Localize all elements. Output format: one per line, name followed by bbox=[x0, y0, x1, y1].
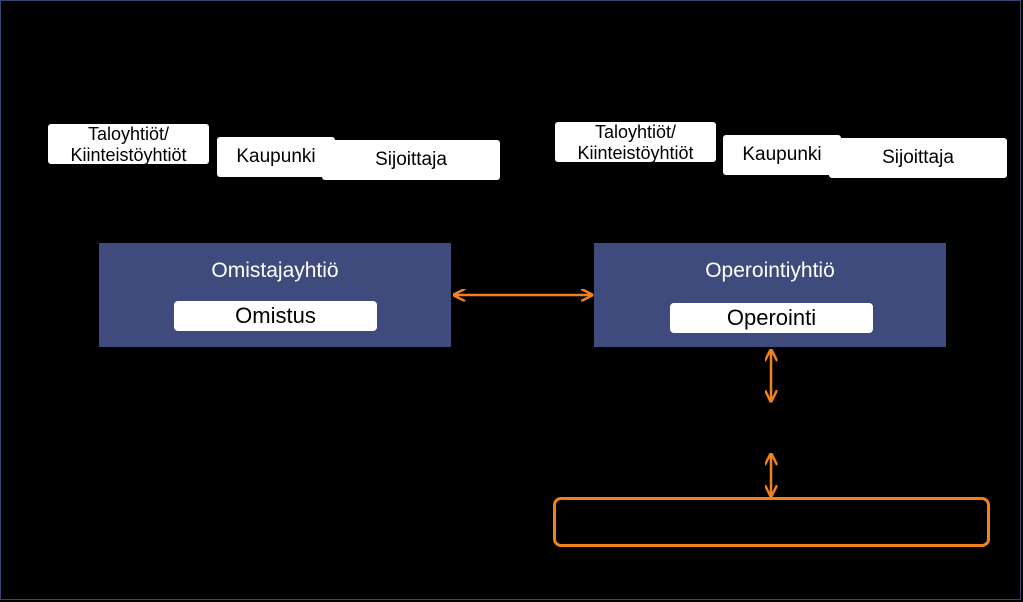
operating-company-box: Operointiyhtiö Operointi bbox=[594, 243, 946, 347]
operation-label-box: Operointi bbox=[670, 303, 873, 333]
ownership-label-box: Omistus bbox=[174, 301, 377, 331]
owner-company-box: Omistajayhtiö Omistus bbox=[99, 243, 451, 347]
stakeholder-housing-right-line2: Kiinteistöyhtiöt bbox=[577, 142, 694, 163]
stakeholder-city-right: Kaupunki bbox=[723, 135, 841, 175]
stakeholder-city-left-label: Kaupunki bbox=[236, 146, 316, 167]
client-box bbox=[553, 497, 990, 547]
ownership-label: Omistus bbox=[235, 303, 316, 328]
stakeholder-investor-left-label: Sijoittaja bbox=[375, 149, 447, 170]
stakeholder-city-right-label: Kaupunki bbox=[742, 144, 822, 165]
stakeholder-investor-left: Sijoittaja bbox=[322, 140, 500, 180]
owner-company-title: Omistajayhtiö bbox=[211, 259, 339, 282]
stakeholder-housing-left: Taloyhtiöt/ Kiinteistöyhtiöt bbox=[48, 124, 209, 164]
stakeholder-investor-right-label: Sijoittaja bbox=[882, 147, 954, 168]
stakeholder-housing-left-line1: Taloyhtiöt/ bbox=[87, 124, 170, 144]
stakeholder-city-left: Kaupunki bbox=[217, 137, 335, 177]
operation-label: Operointi bbox=[726, 305, 817, 330]
stakeholder-housing-left-line2: Kiinteistöyhtiöt bbox=[70, 144, 187, 165]
operating-company-title: Operointiyhtiö bbox=[705, 259, 835, 282]
stakeholder-housing-right-line1: Taloyhtiöt/ bbox=[594, 122, 677, 142]
stakeholder-investor-right: Sijoittaja bbox=[829, 138, 1007, 178]
stakeholder-housing-right: Taloyhtiöt/ Kiinteistöyhtiöt bbox=[555, 122, 716, 162]
